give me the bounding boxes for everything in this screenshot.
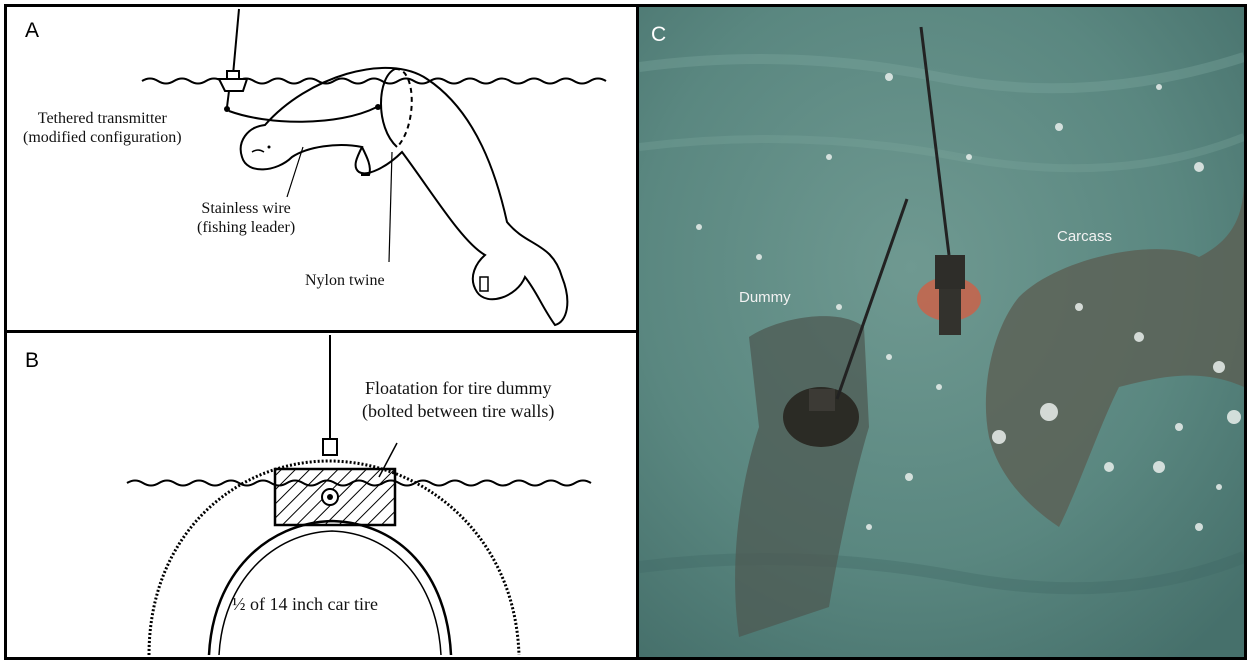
nylon-twine-label: Nylon twine <box>305 271 385 290</box>
manatee-outline <box>241 68 568 325</box>
stainless-wire-label-line2: (fishing leader) <box>197 218 295 237</box>
panel-b-letter: B <box>25 349 39 373</box>
floatation-label-line2: (bolted between tire walls) <box>362 400 554 423</box>
floatation-label-line1: Floatation for tire dummy <box>362 377 554 400</box>
field-photo-illustration <box>639 7 1244 657</box>
transmitter-label: Tethered transmitter (modified configura… <box>23 109 182 147</box>
tire-inner-edge <box>209 521 451 655</box>
stainless-wire-label-line1: Stainless wire <box>197 199 295 218</box>
floatation-label: Floatation for tire dummy (bolted betwee… <box>362 377 554 423</box>
manatee-flipper <box>361 147 370 175</box>
transmitter-antenna <box>233 9 239 75</box>
transmitter-label-line2: (modified configuration) <box>23 128 182 147</box>
panel-a-manatee-tether-diagram: A Tethered transmitter (modified configu… <box>4 4 639 333</box>
panel-b-tire-dummy-diagram: B Floatation for tire dummy (bolted betw… <box>4 330 639 660</box>
panel-c-letter: C <box>651 23 666 47</box>
transmitter-label-line1: Tethered transmitter <box>23 109 182 128</box>
transmitter-buoy <box>219 79 247 91</box>
water-surface-line <box>142 79 606 84</box>
dummy-label: Dummy <box>739 289 791 306</box>
stainless-wire-label: Stainless wire (fishing leader) <box>197 199 295 237</box>
carcass-label: Carcass <box>1057 228 1112 245</box>
panel-a-letter: A <box>25 19 39 43</box>
stainless-wire <box>229 107 377 122</box>
panel-c-field-photo: C Dummy Carcass <box>636 4 1247 660</box>
tire-label: ½ of 14 inch car tire <box>232 593 378 616</box>
